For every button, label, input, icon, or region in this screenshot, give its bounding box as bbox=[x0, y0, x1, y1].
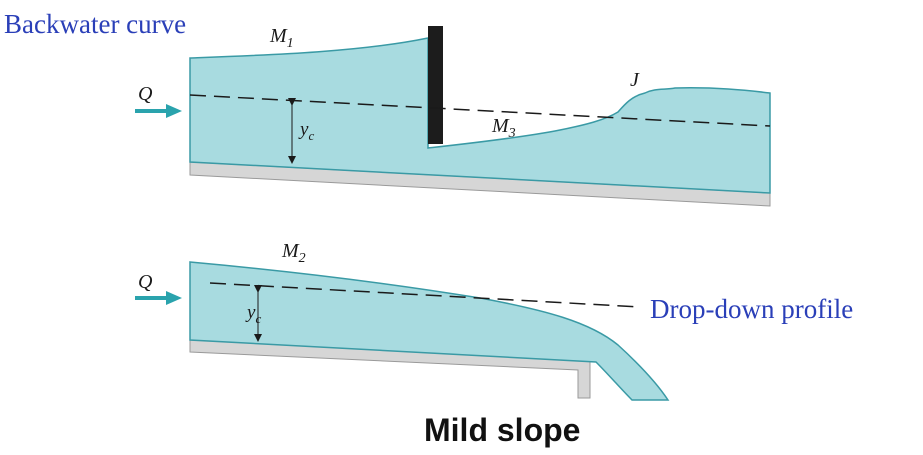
bottom-flow-label: Q bbox=[138, 271, 153, 293]
m2-label: M2 bbox=[281, 240, 306, 266]
top-flow-label: Q bbox=[138, 83, 153, 105]
drop-down-profile-label: Drop-down profile bbox=[650, 294, 853, 324]
top-diagram: Q yc M1 M3 J bbox=[135, 25, 771, 207]
bottom-diagram: Q yc M2 bbox=[135, 240, 670, 401]
mild-slope-caption: Mild slope bbox=[424, 412, 580, 448]
top-critical-depth-line bbox=[189, 94, 771, 127]
bottom-yc-label: yc bbox=[245, 302, 261, 326]
sluice-gate bbox=[428, 26, 443, 144]
bottom-water bbox=[189, 261, 670, 401]
m1-label: M1 bbox=[269, 25, 294, 51]
backwater-curve-label: Backwater curve bbox=[4, 9, 186, 39]
top-yc-label: yc bbox=[298, 119, 314, 143]
top-flow-arrow bbox=[135, 104, 182, 118]
jump-label: J bbox=[630, 69, 640, 91]
top-water bbox=[189, 37, 771, 194]
bottom-flow-arrow bbox=[135, 291, 182, 305]
m3-label: M3 bbox=[491, 115, 516, 141]
